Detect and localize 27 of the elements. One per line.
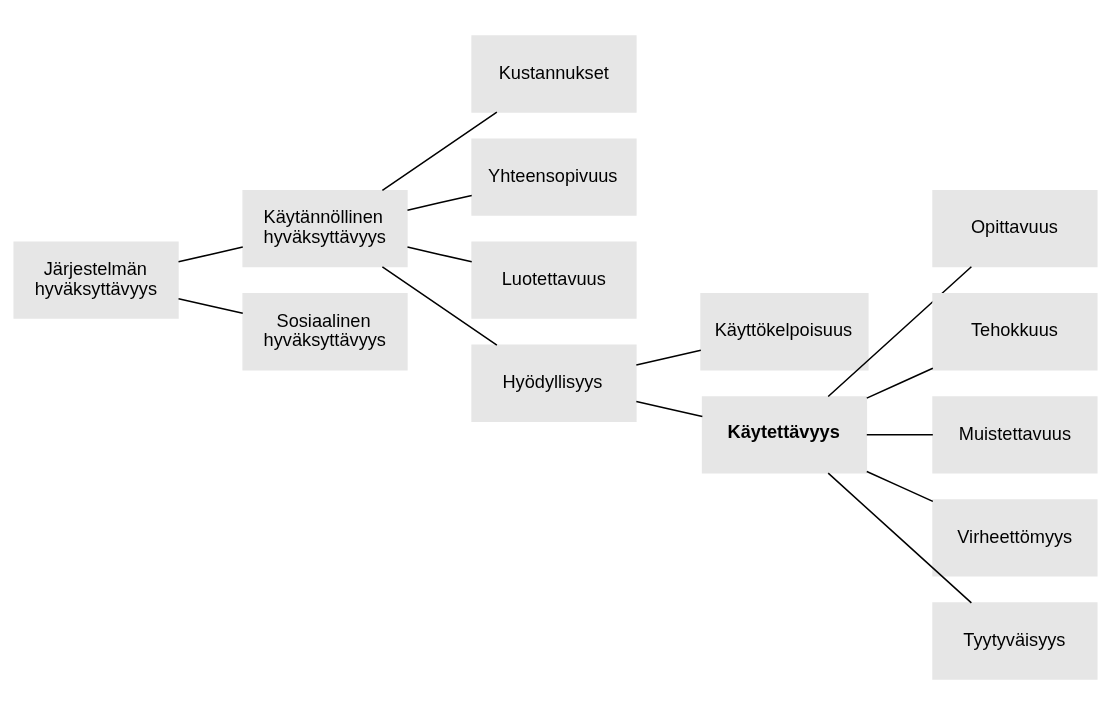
node-box: Luotettavuus — [471, 241, 637, 319]
connector — [635, 400, 704, 418]
connector — [866, 434, 934, 436]
node-box: Muistettavuus — [932, 396, 1098, 474]
node-box: Järjestelmän hyväksyttävyys — [13, 241, 179, 319]
connector — [406, 194, 473, 211]
node-box: Käytettävyys — [701, 396, 868, 474]
connector — [635, 349, 702, 366]
node-box: Sosiaalinen hyväksyttävyys — [242, 293, 408, 371]
connector — [381, 111, 498, 192]
connector — [827, 265, 973, 398]
node-box: Käyttökelpoisuus — [700, 293, 869, 371]
node-box: Käytännöllinen hyväksyttävyys — [242, 189, 408, 268]
connector — [866, 367, 934, 399]
connector — [827, 472, 973, 604]
connector — [177, 246, 244, 263]
connector — [406, 246, 473, 263]
connector — [381, 266, 498, 346]
node-box: Yhteensopivuus — [471, 138, 637, 216]
node-box: Kustannukset — [471, 35, 637, 113]
node-box: Tyytyväisyys — [932, 602, 1098, 680]
node-box: Hyödyllisyys — [471, 344, 637, 422]
node-box: Tehokkuus — [932, 293, 1098, 371]
node-box: Virheettömyys — [932, 499, 1098, 577]
node-box: Opittavuus — [932, 189, 1098, 268]
connector — [866, 470, 934, 503]
connector — [177, 297, 244, 315]
